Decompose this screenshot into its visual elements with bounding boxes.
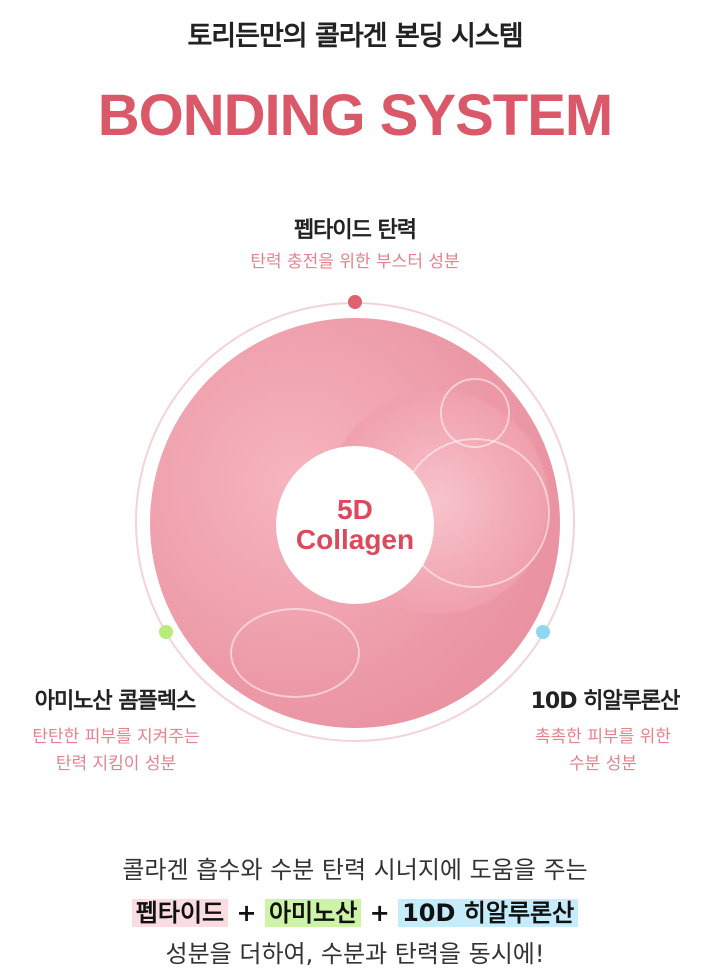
hyaluronic-desc: 촉촉한 피부를 위한 수분 성분 [488,724,710,778]
hyaluronic-dot [536,625,550,639]
center-badge: 5D Collagen [276,446,434,604]
hyaluronic-desc-line2: 수분 성분 [569,754,637,774]
amino-desc-line1: 탄탄한 피부를 지켜주는 [32,727,200,747]
highlight-peptide: 펩타이드 [131,899,229,927]
peptide-dot [348,295,362,309]
amino-label: 아미노산 콤플렉스 [34,689,197,714]
highlight-amino: 아미노산 [264,899,362,927]
peptide-desc: 탄력 충전을 위한 부스터 성분 [250,252,460,272]
center-line2: Collagen [295,524,415,555]
peptide-label: 펩타이드 탄력 [293,218,417,243]
plus-sign: + [236,899,257,927]
hyaluronic-label: 10D 히알루론산 [530,689,681,714]
section-subtitle: 토리든만의 콜라겐 본딩 시스템 [187,21,523,52]
section-title: BONDING SYSTEM [97,83,614,148]
bottom-line1: 콜라겐 흡수와 수분 탄력 시너지에 도움을 주는 [122,856,588,884]
highlight-hyaluronic: 10D 히알루론산 [398,899,579,927]
hyaluronic-desc-line1: 촉촉한 피부를 위한 [535,727,671,747]
collagen-image [150,318,560,728]
bottom-ingredients: 펩타이드 + 아미노산 + 10D 히알루론산 [0,893,710,928]
bottom-line3: 성분을 더하여, 수분과 탄력을 동시에! [165,940,545,968]
amino-desc-line2: 탄력 지킴이 성분 [55,754,177,774]
amino-desc: 탄탄한 피부를 지켜주는 탄력 지킴이 성분 [0,724,232,778]
amino-dot [159,625,173,639]
plus-sign: + [369,899,390,927]
center-line1: 5D [337,494,373,525]
